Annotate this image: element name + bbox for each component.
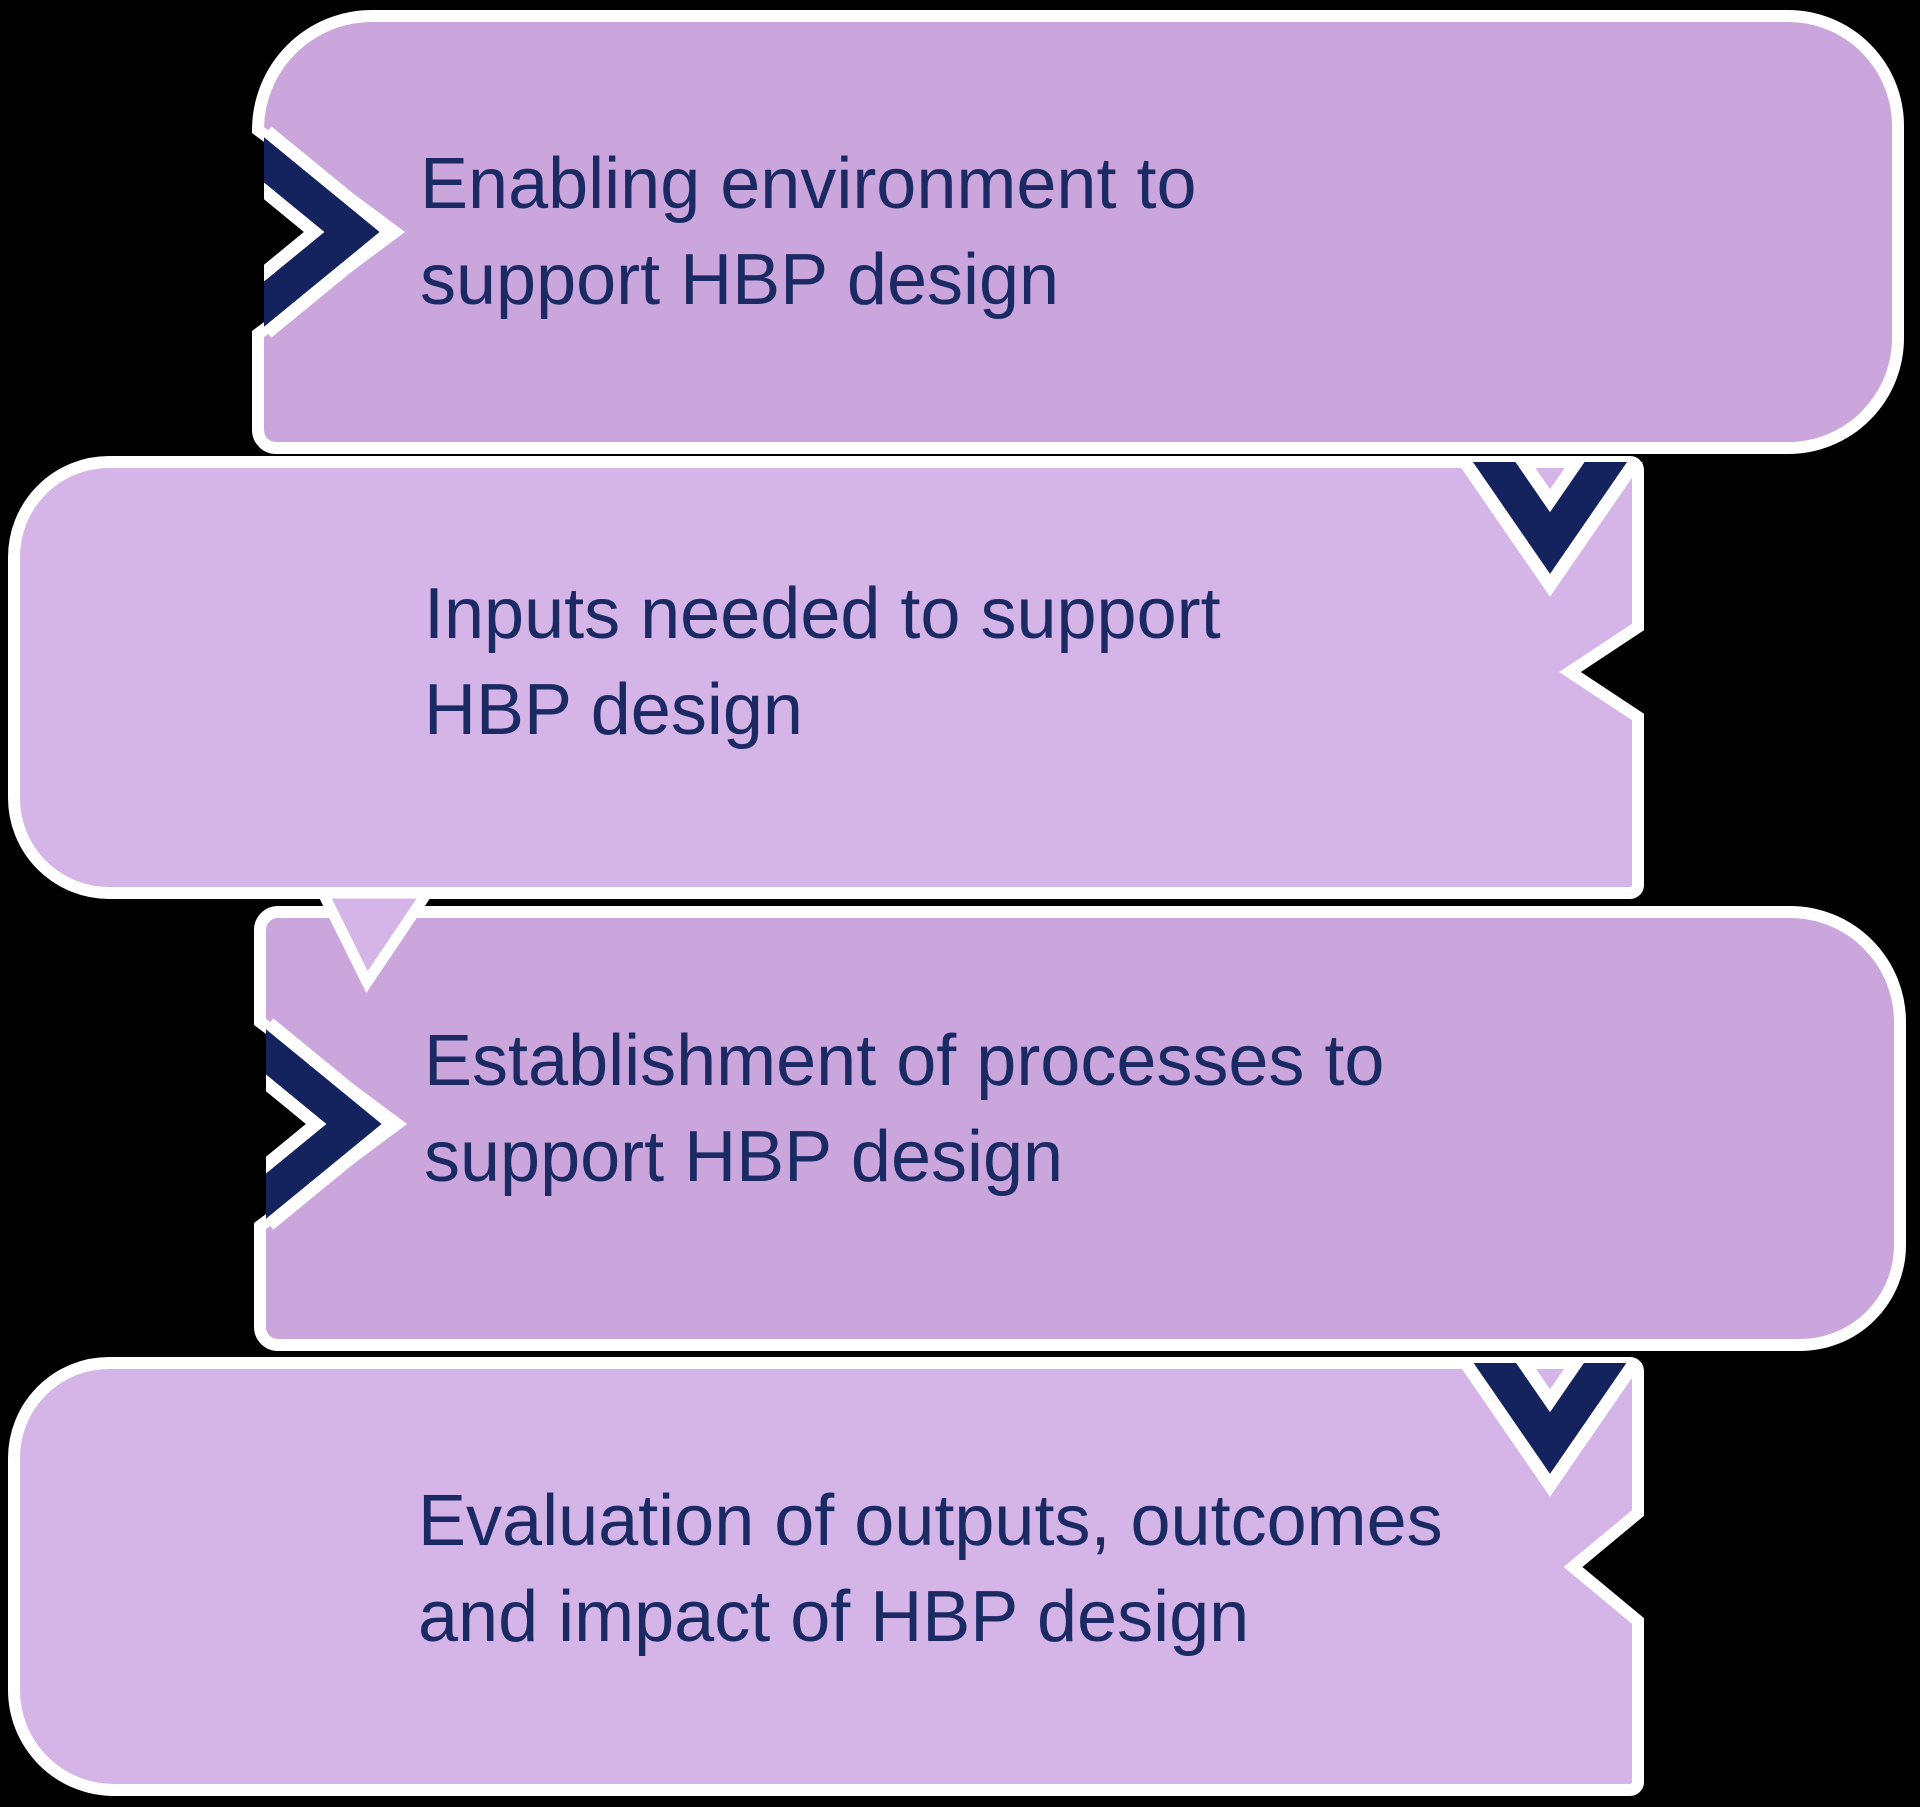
step-2-label: Inputs needed to support HBP design	[424, 566, 1221, 758]
chevron-right-glyph	[266, 1029, 382, 1219]
step-2-label-line-1: Inputs needed to support	[424, 574, 1221, 654]
step-2-label-line-2: HBP design	[424, 670, 803, 750]
step-1-label-line-1: Enabling environment to	[420, 144, 1197, 224]
chevron-right-icon	[266, 1018, 403, 1230]
step-4-label-line-1: Evaluation of outputs, outcomes	[418, 1481, 1443, 1561]
step-1-bubble	[251, 10, 1904, 454]
step-1-label-line-2: support HBP design	[420, 240, 1060, 320]
step-3-label: Establishment of processes to support HB…	[424, 1013, 1384, 1205]
chevron-right-icon	[264, 126, 401, 338]
step-4-bubble	[8, 1357, 1644, 1796]
step-4-label-line-2: and impact of HBP design	[418, 1577, 1250, 1657]
step-3-label-line-1: Establishment of processes to	[424, 1021, 1385, 1101]
chevron-right-glyph	[264, 137, 380, 327]
chevron-down-icon	[1457, 462, 1643, 597]
chevron-down-glyph	[1473, 1363, 1627, 1474]
chevron-down-icon	[1457, 1363, 1643, 1497]
step-3-label-line-2: support HBP design	[424, 1117, 1064, 1197]
step-4-label: Evaluation of outputs, outcomes and impa…	[418, 1473, 1443, 1665]
step-2-bubble	[8, 456, 1644, 899]
chevron-down-glyph	[1472, 462, 1628, 574]
step-1-label: Enabling environment to support HBP desi…	[420, 136, 1197, 328]
step-2-tail-connector	[314, 887, 438, 993]
